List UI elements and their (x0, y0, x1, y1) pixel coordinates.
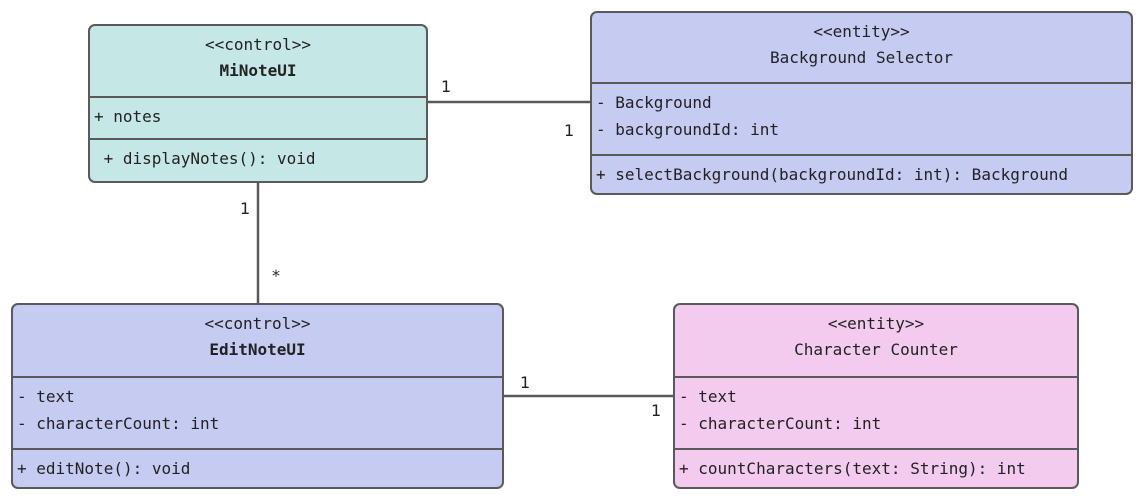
operations-section: + selectBackground(backgroundId: int): B… (592, 156, 1131, 193)
class-character-counter[interactable]: <<entity>> Character Counter - text - ch… (673, 303, 1079, 489)
attribute-item: + notes (94, 107, 162, 126)
operation-item: + selectBackground(backgroundId: int): B… (596, 165, 1069, 184)
class-header: <<entity>> Background Selector (592, 13, 1131, 84)
class-name: EditNoteUI (209, 340, 306, 359)
operation-item: + displayNotes(): void (94, 149, 316, 168)
stereotype-label: <<control>> (205, 35, 311, 54)
attribute-item: - text (17, 387, 75, 406)
multiplicity-editnote-charcnt-target: 1 (651, 401, 662, 420)
class-editnoteui[interactable]: <<control>> EditNoteUI - text - characte… (11, 303, 504, 489)
operation-item: + countCharacters(text: String): int (679, 459, 1026, 478)
stereotype-label: <<entity>> (813, 22, 910, 41)
attribute-item: - characterCount: int (17, 414, 220, 433)
multiplicity-editnote-charcnt-source: 1 (520, 373, 531, 392)
class-name: Character Counter (794, 340, 958, 359)
class-header: <<control>> MiNoteUI (90, 26, 426, 98)
attributes-section: - Background - backgroundId: int (592, 84, 1131, 156)
operation-item: + editNote(): void (17, 459, 191, 478)
operations-section: + displayNotes(): void (90, 140, 426, 181)
class-header: <<control>> EditNoteUI (13, 305, 502, 378)
attribute-item: - Background (596, 93, 712, 112)
class-name: MiNoteUI (219, 61, 297, 80)
attribute-item: - backgroundId: int (596, 120, 780, 139)
attributes-section: - text - characterCount: int (13, 378, 502, 450)
stereotype-label: <<control>> (204, 314, 311, 333)
multiplicity-minote-bgsel-target: 1 (564, 121, 575, 140)
operations-section: + countCharacters(text: String): int (675, 450, 1077, 487)
attribute-item: - text (679, 387, 737, 406)
multiplicity-minote-editnote-target: * (272, 266, 280, 285)
attributes-section: - text - characterCount: int (675, 378, 1077, 450)
attribute-item: - characterCount: int (679, 414, 882, 433)
stereotype-label: <<entity>> (827, 314, 925, 333)
operations-section: + editNote(): void (13, 450, 502, 487)
class-header: <<entity>> Character Counter (675, 305, 1077, 378)
multiplicity-minote-editnote-source: 1 (240, 199, 251, 218)
class-name: Background Selector (769, 48, 954, 67)
multiplicity-minote-bgsel-source: 1 (441, 77, 452, 96)
attributes-section: + notes (90, 98, 426, 140)
class-minoteui[interactable]: <<control>> MiNoteUI + notes + displayNo… (88, 24, 428, 183)
class-background-selector[interactable]: <<entity>> Background Selector - Backgro… (590, 11, 1133, 195)
